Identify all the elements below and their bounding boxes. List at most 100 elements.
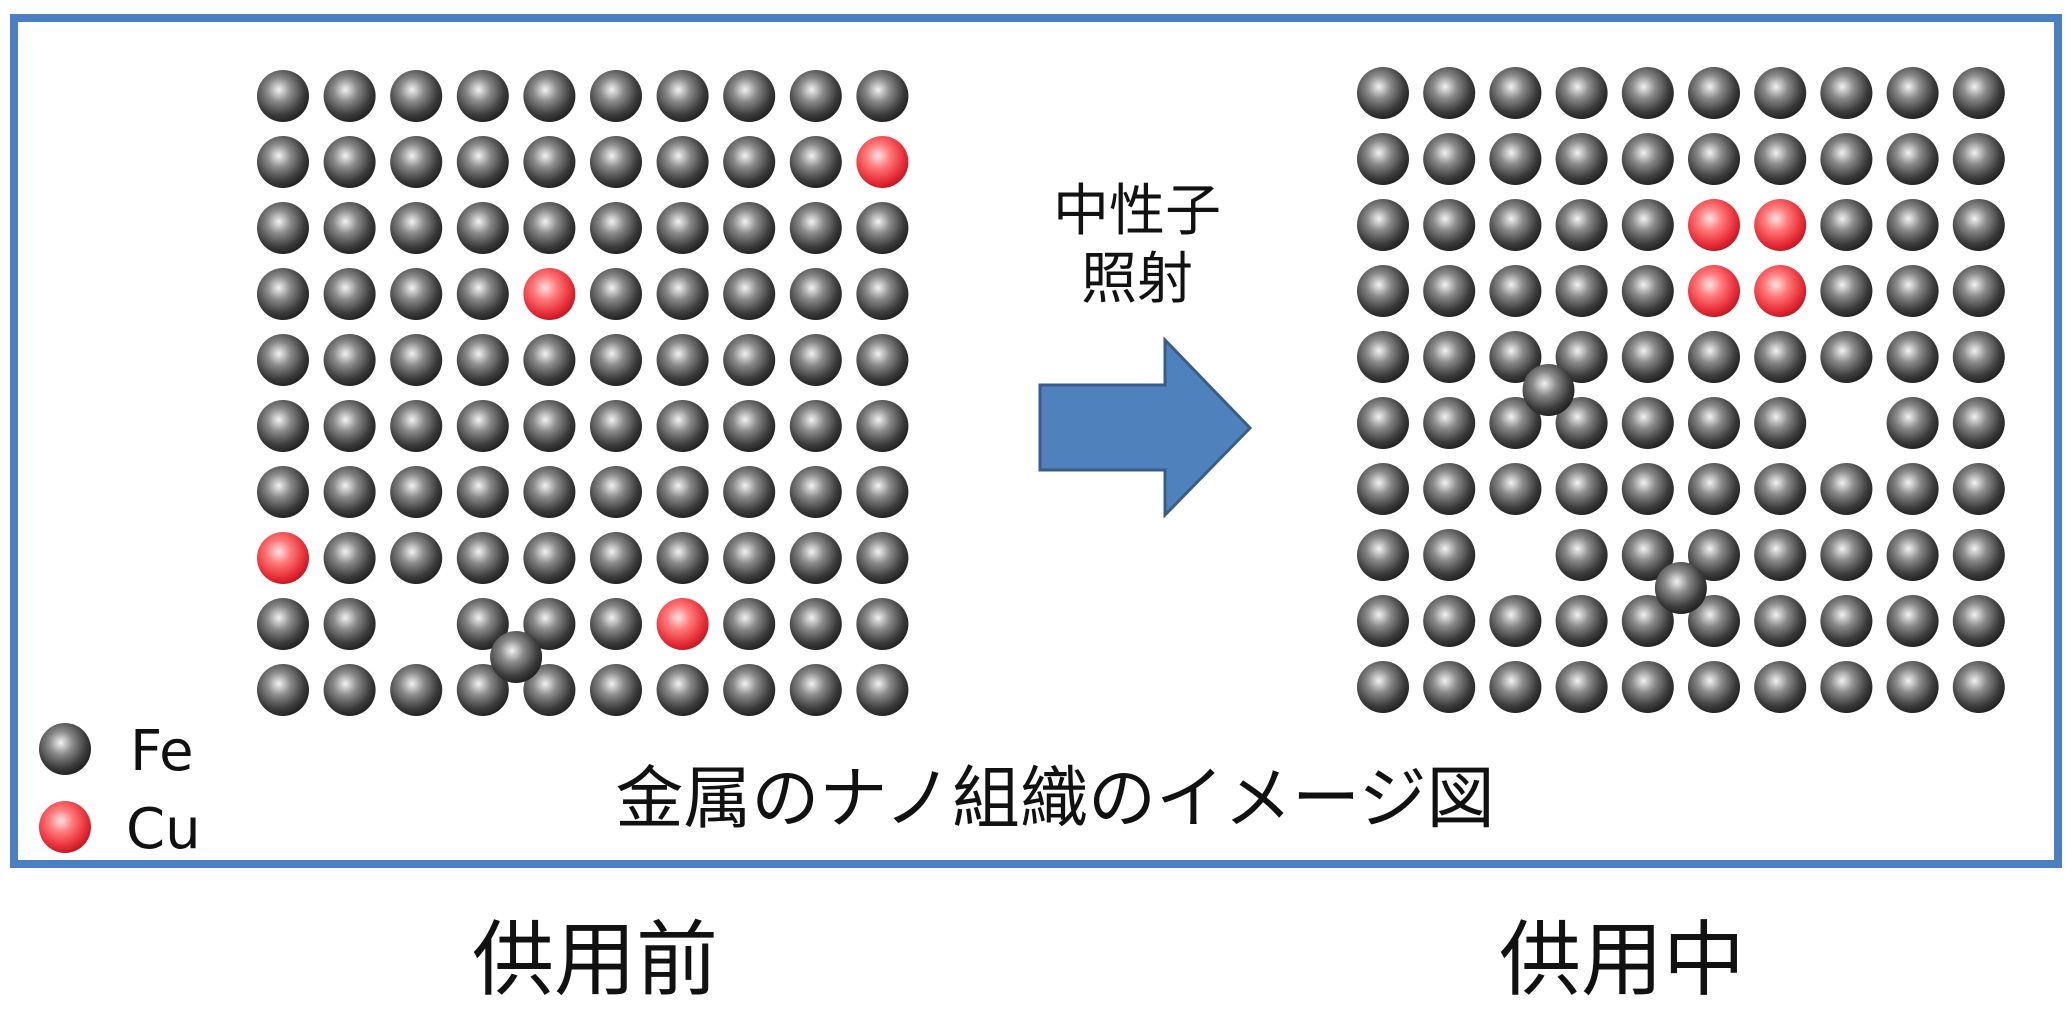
fe-atom (1952, 397, 2005, 449)
fe-atom (723, 136, 776, 188)
fe-atom (723, 466, 776, 518)
fe-atom (856, 70, 909, 122)
fe-atom (1423, 397, 1476, 449)
fe-atom (1357, 67, 1409, 119)
fe-atom (1754, 397, 1807, 449)
fe-atom (723, 268, 776, 320)
fe-atom (257, 202, 309, 254)
fe-atom (656, 136, 709, 188)
fe-atom (323, 136, 376, 188)
fe-atom (590, 334, 642, 386)
lattice-before (257, 70, 909, 716)
fe-atom (1754, 529, 1807, 581)
fe-atom (1952, 529, 2005, 581)
fe-atom (1952, 661, 2005, 713)
fe-atom (390, 466, 443, 518)
cu-atom (656, 598, 709, 650)
diagram-frame (10, 14, 2062, 868)
fe-atom (456, 334, 509, 386)
fe-atom (1489, 331, 1542, 383)
fe-atom (1423, 595, 1476, 647)
fe-atom (1357, 463, 1409, 515)
fe-atom (1489, 265, 1542, 317)
fe-atom (257, 334, 309, 386)
fe-atom (1952, 463, 2005, 515)
fe-atom (257, 136, 309, 188)
fe-atom (1820, 133, 1873, 185)
fe-atom (1952, 199, 2005, 251)
fe-atom (456, 466, 509, 518)
fe-atom (656, 268, 709, 320)
fe-atom (323, 466, 376, 518)
fe-atom (1357, 133, 1409, 185)
fe-atom (1489, 133, 1542, 185)
fe-atom (723, 202, 776, 254)
fe-atom (390, 400, 443, 452)
fe-atom (1886, 265, 1939, 317)
fe-atom (1754, 595, 1807, 647)
fe-atom (789, 400, 842, 452)
cu-atom (1754, 199, 1807, 251)
interstitial-fe-atom (1522, 364, 1575, 416)
lattice-during (1357, 67, 2005, 713)
fe-atom (590, 598, 642, 650)
fe-atom (257, 400, 309, 452)
panel-label-during: 供用中 (1499, 913, 1745, 1008)
fe-atom (1688, 133, 1740, 185)
fe-atom (1886, 463, 1939, 515)
fe-atom (1621, 265, 1674, 317)
fe-atom (1621, 331, 1674, 383)
fe-atom (456, 400, 509, 452)
fe-atom (856, 202, 909, 254)
panel-label-before: 供用前 (472, 913, 718, 1008)
fe-atom (1688, 463, 1740, 515)
fe-atom (1357, 595, 1409, 647)
fe-atom (257, 598, 309, 650)
fe-atom (1886, 595, 1939, 647)
fe-atom (1423, 661, 1476, 713)
fe-atom (1820, 265, 1873, 317)
fe-atom (789, 136, 842, 188)
arrow-label-line1: 中性子 (1053, 179, 1221, 244)
fe-atom (590, 136, 642, 188)
fe-atom (723, 400, 776, 452)
fe-atom (257, 466, 309, 518)
fe-atom (1423, 463, 1476, 515)
fe-atom (456, 664, 509, 716)
fe-atom (856, 664, 909, 716)
fe-atom (1621, 199, 1674, 251)
arrow-label-line2: 照射 (1081, 247, 1193, 312)
fe-atom (856, 466, 909, 518)
fe-atom (723, 334, 776, 386)
fe-atom (323, 400, 376, 452)
fe-atom (1886, 397, 1939, 449)
fe-atom (1820, 199, 1873, 251)
fe-atom (1555, 199, 1608, 251)
fe-atom (1621, 529, 1674, 581)
fe-atom (1621, 595, 1674, 647)
fe-atom (523, 136, 576, 188)
fe-atom (323, 664, 376, 716)
fe-atom (523, 334, 576, 386)
fe-atom (590, 664, 642, 716)
fe-atom (723, 532, 776, 584)
fe-atom (590, 202, 642, 254)
fe-atom (1423, 199, 1476, 251)
fe-atom (656, 400, 709, 452)
fe-atom (723, 664, 776, 716)
fe-atom (1357, 331, 1409, 383)
fe-atom (456, 70, 509, 122)
fe-atom (789, 268, 842, 320)
fe-atom (1820, 529, 1873, 581)
fe-atom (523, 202, 576, 254)
fe-atom (456, 268, 509, 320)
fe-atom (1357, 397, 1409, 449)
legend-fe-label: Fe (130, 719, 194, 784)
fe-atom (723, 70, 776, 122)
fe-atom (390, 532, 443, 584)
fe-atom (1423, 331, 1476, 383)
fe-atom (1423, 133, 1476, 185)
irradiation-arrow (1038, 336, 1253, 519)
fe-atom (456, 598, 509, 650)
fe-atom (590, 400, 642, 452)
